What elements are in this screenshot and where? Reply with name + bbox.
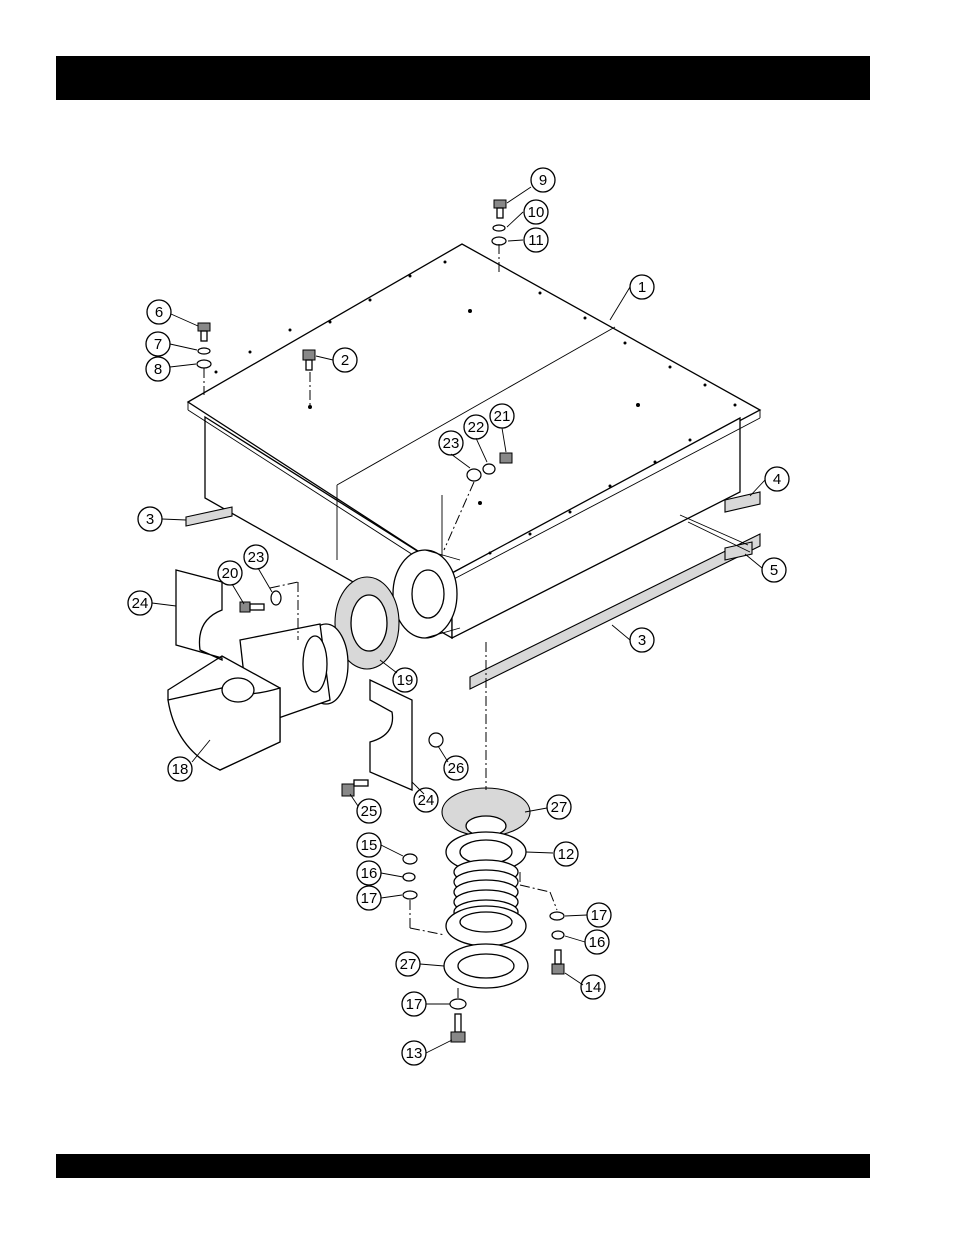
callout-label: 16 <box>361 865 378 882</box>
callout-24: 24 <box>128 591 152 615</box>
callout-27: 27 <box>396 952 420 976</box>
callout-19: 19 <box>393 668 417 692</box>
callout-25: 25 <box>357 799 381 823</box>
callout-label: 4 <box>773 471 781 488</box>
bracket-24-right <box>370 680 412 790</box>
callout-label: 5 <box>770 562 778 579</box>
callout-label: 3 <box>146 511 154 528</box>
callout-label: 6 <box>155 304 163 321</box>
bracket-24-left <box>176 570 222 660</box>
callout-label: 3 <box>638 632 646 649</box>
callout-label: 26 <box>448 760 465 777</box>
callout-9: 9 <box>531 168 555 192</box>
callout-26: 26 <box>444 756 468 780</box>
callout-label: 2 <box>341 352 349 369</box>
callout-label: 15 <box>361 837 378 854</box>
callout-16: 16 <box>585 930 609 954</box>
callout-16: 16 <box>357 861 381 885</box>
callout-label: 1 <box>638 279 646 296</box>
callout-10: 10 <box>524 200 548 224</box>
callout-label: 27 <box>400 956 417 973</box>
callout-label: 25 <box>361 803 378 820</box>
callout-label: 22 <box>468 419 485 436</box>
callout-label: 12 <box>558 846 575 863</box>
callout-label: 23 <box>248 549 265 566</box>
callout-label: 18 <box>172 761 189 778</box>
callout-8: 8 <box>146 357 170 381</box>
callout-24: 24 <box>414 788 438 812</box>
callout-7: 7 <box>146 332 170 356</box>
callout-label: 11 <box>528 232 544 249</box>
callout-label: 13 <box>406 1045 423 1062</box>
callout-label: 8 <box>154 361 162 378</box>
callout-label: 14 <box>585 979 602 996</box>
callout-label: 17 <box>591 907 608 924</box>
callout-1: 1 <box>630 275 654 299</box>
callout-5: 5 <box>762 558 786 582</box>
callout-6: 6 <box>147 300 171 324</box>
callout-17: 17 <box>402 992 426 1016</box>
callout-14: 14 <box>581 975 605 999</box>
callout-12: 12 <box>554 842 578 866</box>
flex-connector <box>442 788 530 988</box>
callout-17: 17 <box>357 886 381 910</box>
callout-label: 27 <box>551 799 568 816</box>
callout-18: 18 <box>168 757 192 781</box>
callout-label: 21 <box>494 408 511 425</box>
callout-label: 23 <box>443 435 460 452</box>
callout-3: 3 <box>630 628 654 652</box>
callout-27: 27 <box>547 795 571 819</box>
callout-4: 4 <box>765 467 789 491</box>
callout-3: 3 <box>138 507 162 531</box>
callout-label: 9 <box>539 172 547 189</box>
callout-20: 20 <box>218 561 242 585</box>
callout-label: 20 <box>222 565 239 582</box>
callout-label: 10 <box>528 204 545 221</box>
callout-label: 7 <box>154 336 162 353</box>
callout-13: 13 <box>402 1041 426 1065</box>
callout-17: 17 <box>587 903 611 927</box>
callout-23: 23 <box>244 545 268 569</box>
callout-label: 17 <box>406 996 423 1013</box>
callout-11: 11 <box>524 228 548 252</box>
callout-label: 24 <box>418 792 435 809</box>
callout-15: 15 <box>357 833 381 857</box>
callout-label: 17 <box>361 890 378 907</box>
callout-label: 16 <box>589 934 606 951</box>
callout-label: 19 <box>397 672 414 689</box>
callout-label: 24 <box>132 595 149 612</box>
